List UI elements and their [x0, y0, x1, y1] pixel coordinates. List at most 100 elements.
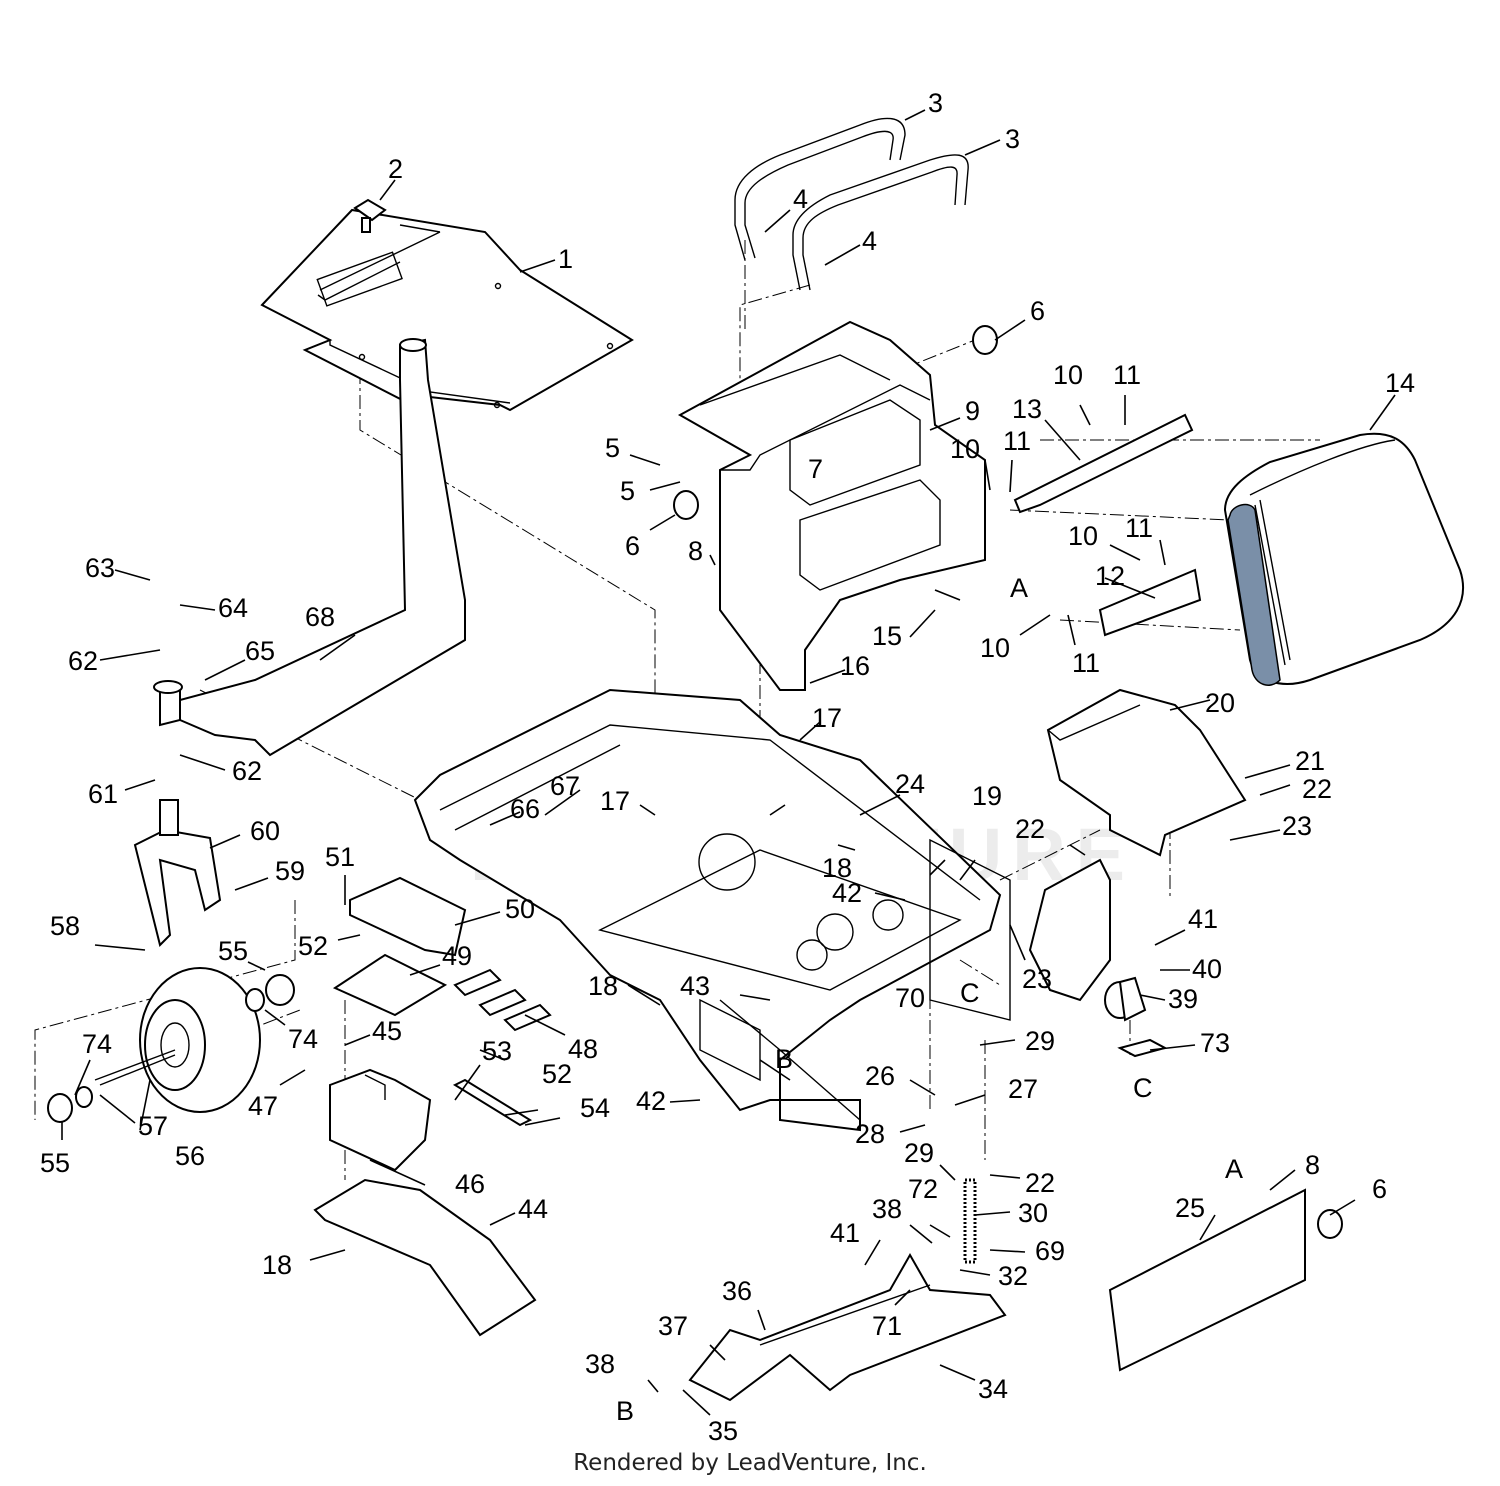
part-73-plate: [1117, 1038, 1168, 1058]
callout-11b: 11: [1003, 426, 1031, 456]
part-44-floor-plate: [313, 1178, 537, 1337]
callout-38b: 38: [585, 1349, 615, 1379]
callout-4b: 4: [862, 226, 877, 256]
callout-34: 34: [978, 1374, 1008, 1404]
callout-17a: 17: [812, 703, 842, 733]
part-60-caster-fork: [133, 799, 222, 947]
callout-10a: 10: [1053, 360, 1083, 390]
callout-11d: 11: [1072, 648, 1100, 678]
callout-69: 69: [1035, 1236, 1065, 1266]
part-14-seat-cushion: [1223, 432, 1465, 686]
callout-32: 32: [998, 1261, 1028, 1291]
callout-53: 53: [482, 1036, 512, 1066]
part-49-pad: [332, 953, 448, 1017]
part-side-plate: [1028, 858, 1111, 1002]
callout-40: 40: [1192, 954, 1222, 984]
callout-72: 72: [908, 1174, 938, 1204]
callout-44: 44: [518, 1194, 548, 1224]
callout-74b: 74: [288, 1024, 318, 1054]
callout-9: 9: [965, 396, 980, 426]
callout-2: 2: [388, 154, 403, 184]
callout-22c: 22: [1025, 1168, 1055, 1198]
callout-55b: 55: [40, 1148, 70, 1178]
callout-60: 60: [250, 816, 280, 846]
callout-19: 19: [972, 781, 1002, 811]
callout-29a: 29: [1025, 1026, 1055, 1056]
part-50-battery-cover: [349, 876, 467, 957]
part-53-strap: [452, 1078, 533, 1127]
callout-3b: 3: [1005, 124, 1020, 154]
callout-20: 20: [1205, 688, 1235, 718]
callout-64: 64: [218, 593, 248, 623]
callout-leaders: [61, 109, 1396, 1416]
part-55-bushing-left: [47, 1093, 73, 1123]
part-13-rail: [1013, 413, 1194, 514]
callout-62b: 62: [232, 756, 262, 786]
callout-11a: 11: [1113, 360, 1141, 390]
part-6-knob-c: [1317, 1209, 1343, 1239]
callout-5b: 5: [620, 476, 635, 506]
callout-25: 25: [1175, 1193, 1205, 1223]
callout-23a: 23: [1282, 811, 1312, 841]
callout-18b: 18: [588, 971, 618, 1001]
part-48-foam-pads: [453, 968, 552, 1032]
callout-63: 63: [85, 553, 115, 583]
ref-C1: C: [960, 978, 980, 1008]
callout-17b: 17: [600, 786, 630, 816]
callout-10c: 10: [1068, 521, 1098, 551]
callout-73: 73: [1200, 1028, 1230, 1058]
callout-3a: 3: [928, 88, 943, 118]
part-20-rear-cover: [1046, 688, 1247, 857]
part-39-roller: [1104, 976, 1147, 1022]
callout-51: 51: [325, 842, 355, 872]
callout-8b: 8: [1305, 1150, 1320, 1180]
callout-26: 26: [865, 1061, 895, 1091]
callout-62a: 62: [68, 646, 98, 676]
callout-42b: 42: [636, 1086, 666, 1116]
callout-67: 67: [550, 771, 580, 801]
callout-28: 28: [855, 1119, 885, 1149]
callout-42a: 42: [832, 878, 862, 908]
callout-65: 65: [245, 636, 275, 666]
callout-37: 37: [658, 1311, 688, 1341]
callout-49: 49: [442, 941, 472, 971]
callout-71: 71: [872, 1311, 902, 1341]
callout-39: 39: [1168, 984, 1198, 1014]
part-30-spring: [963, 1178, 977, 1264]
callout-56: 56: [175, 1141, 205, 1171]
callout-74a: 74: [82, 1029, 112, 1059]
part-34-foot-platform: [688, 1252, 1007, 1402]
part-55-bushing-right: [265, 974, 295, 1006]
callout-29b: 29: [904, 1138, 934, 1168]
callout-55a: 55: [218, 936, 248, 966]
part-6-knob-b: [673, 490, 699, 520]
ref-B1: B: [775, 1044, 793, 1074]
callout-10b: 10: [950, 434, 980, 464]
callout-66: 66: [510, 794, 540, 824]
callout-43: 43: [680, 971, 710, 1001]
callout-70: 70: [895, 983, 925, 1013]
callout-36: 36: [722, 1276, 752, 1306]
callout-68: 68: [305, 602, 335, 632]
callout-6a: 6: [1030, 296, 1045, 326]
callout-48: 48: [568, 1034, 598, 1064]
ref-A1: A: [1010, 573, 1028, 603]
callout-5a: 5: [605, 433, 620, 463]
callout-1: 1: [558, 244, 573, 274]
callout-59: 59: [275, 856, 305, 886]
callout-52b: 52: [542, 1059, 572, 1089]
part-12-bracket: [1098, 568, 1202, 637]
callout-46: 46: [455, 1169, 485, 1199]
part-74-spacer-left: [75, 1086, 93, 1108]
part-74-spacer-right: [245, 988, 265, 1012]
ref-A2: A: [1225, 1154, 1243, 1184]
callout-24: 24: [895, 769, 925, 799]
callout-8a: 8: [688, 536, 703, 566]
part-2-knob: [353, 198, 387, 233]
callout-labels: 1 2 3 3 4 4 5 5 6 6 6 7 8 8 9 10 10 10 1…: [40, 88, 1415, 1446]
part-25-rear-panel: [1108, 1188, 1306, 1372]
part-68-front-arm: [153, 338, 466, 757]
callout-61: 61: [88, 779, 118, 809]
callout-58: 58: [50, 911, 80, 941]
callout-41a: 41: [1188, 904, 1218, 934]
